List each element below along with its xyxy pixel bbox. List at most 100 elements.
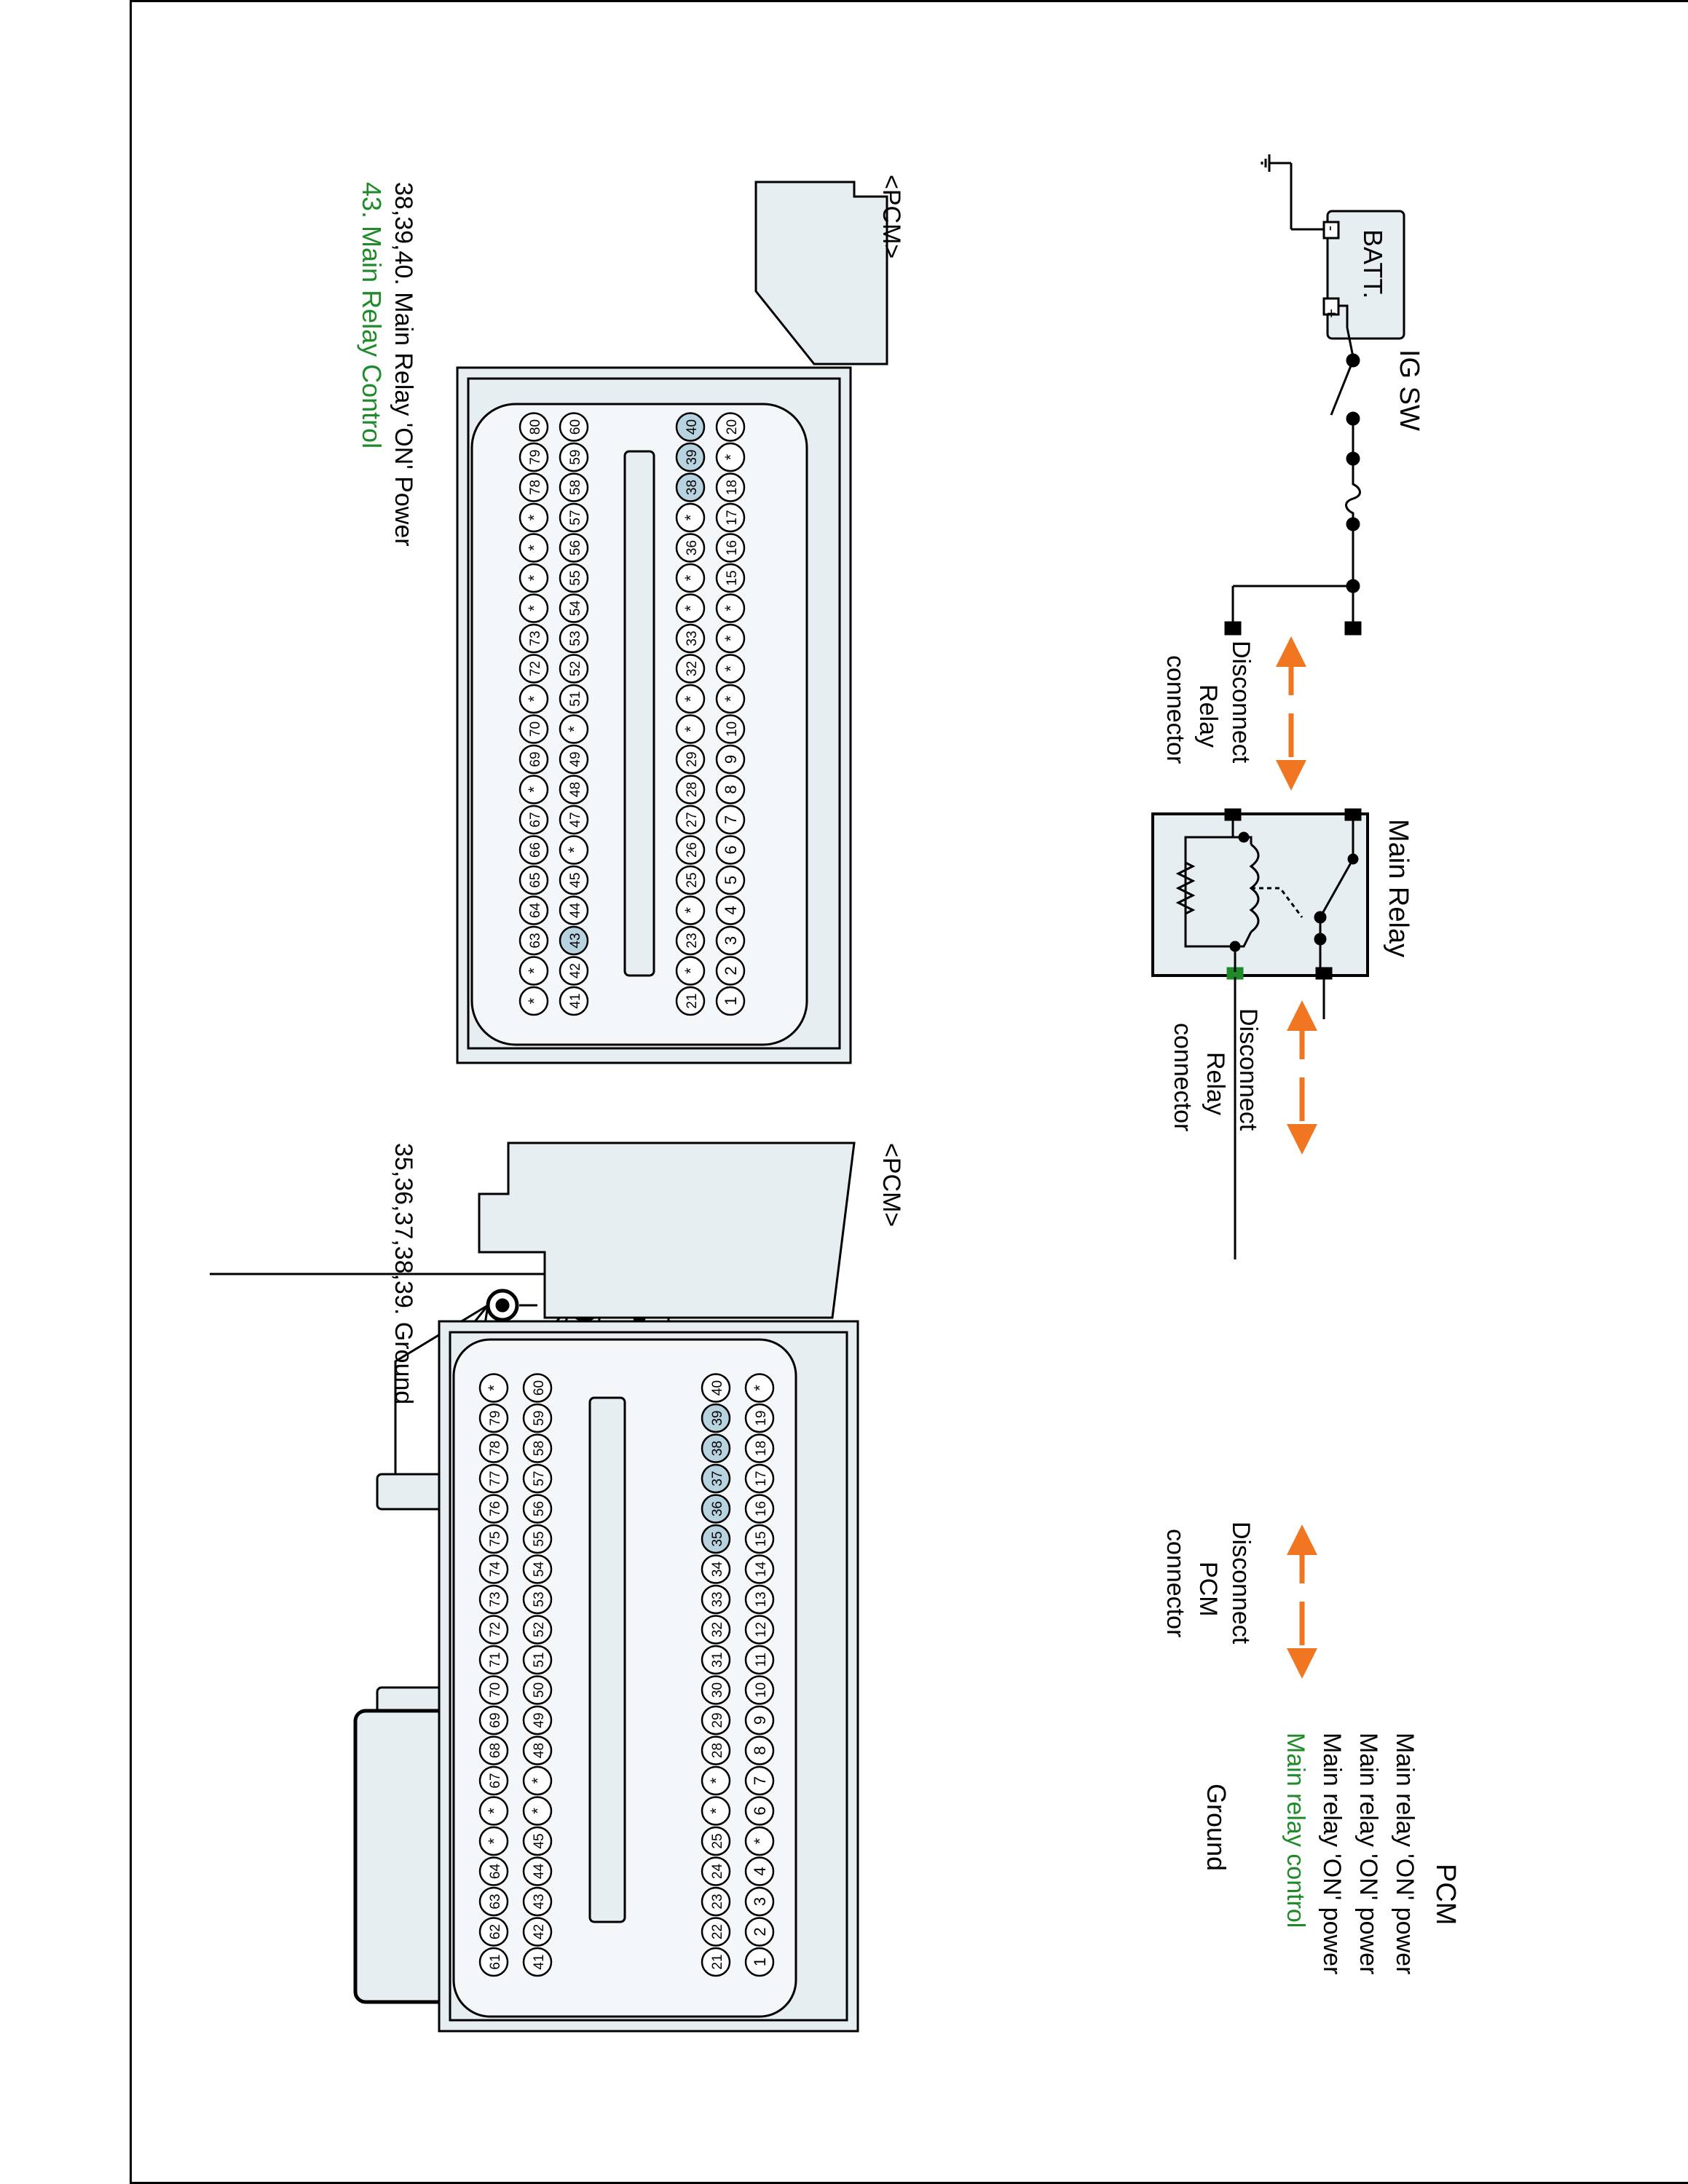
pin-label: 4 [722, 906, 740, 914]
pin-label: * [722, 635, 740, 641]
pin-connector_right-1-11 [701, 1615, 731, 1645]
pin-connector_left-0-3 [715, 895, 746, 925]
pin-label: 33 [710, 1591, 725, 1607]
pin-label: 18 [725, 480, 740, 495]
pin-connector_right-0-4 [744, 1826, 775, 1856]
pin-label: 79 [488, 1410, 503, 1425]
pin-connector_right-2-11 [522, 1615, 553, 1645]
pin-label: * [565, 847, 583, 853]
pin-label: 69 [488, 1712, 503, 1728]
pin-connector_left-2-6 [559, 804, 589, 835]
pin-label: 67 [528, 812, 543, 827]
pin-connector_right-0-16 [744, 1463, 775, 1494]
pin-label: 21 [710, 1954, 725, 1969]
pin-connector_left-3-14 [518, 563, 549, 593]
pin-connector_right-3-4 [478, 1826, 509, 1856]
pin-connector_right-1-15 [701, 1494, 731, 1524]
pin-connector_right-3-15 [478, 1494, 509, 1524]
pin-connector_left-2-13 [559, 593, 589, 623]
pin-connector_left-1-16 [675, 502, 706, 533]
pin-label: 73 [528, 630, 543, 646]
pin-connector_right-0-1 [744, 1917, 775, 1947]
pin-label: 56 [568, 540, 583, 555]
pin-label: * [682, 574, 700, 581]
pin-connector_left-0-0 [715, 986, 746, 1016]
pin-label: 23 [710, 1894, 725, 1909]
pin-label: 41 [532, 1954, 547, 1969]
pin-label: 78 [488, 1441, 503, 1456]
pin-connector_right-1-9 [701, 1675, 731, 1705]
pcm-connector-left [456, 181, 888, 1064]
pin-connector_left-0-18 [715, 442, 746, 472]
pin-label: 6 [722, 845, 740, 854]
pin-label: 6 [751, 1806, 769, 1815]
pin-connector_right-1-5 [701, 1796, 731, 1826]
pin-label: 3 [722, 936, 740, 945]
pin-label: 41 [568, 993, 583, 1008]
pin-label: 68 [488, 1743, 503, 1758]
pin-label: 55 [568, 570, 583, 585]
pin-label: * [682, 514, 700, 521]
pin-connector_left-3-0 [518, 986, 549, 1016]
pin-connector_left-0-13 [715, 593, 746, 623]
pin-label: 53 [568, 630, 583, 646]
pin-label: * [525, 695, 543, 702]
pin-connector_right-2-15 [522, 1494, 553, 1524]
pin-label: 52 [532, 1622, 547, 1637]
disconnect-arrows [1276, 636, 1317, 1679]
pin-connector_left-3-3 [518, 895, 549, 925]
pin-connector_left-0-15 [715, 533, 746, 563]
pin-connector_left-2-18 [559, 442, 589, 472]
pin-connector_right-0-2 [744, 1886, 775, 1917]
pin-connector_right-2-0 [522, 1947, 553, 1977]
pin-connector_right-2-18 [522, 1403, 553, 1433]
pin-connector_right-2-9 [522, 1675, 553, 1705]
pin-label: 22 [710, 1924, 725, 1939]
pin-label: 53 [532, 1591, 547, 1607]
pin-connector_right-3-12 [478, 1584, 509, 1615]
pin-label: * [485, 1808, 503, 1814]
connector-left-caption-2: 43. Main Relay Control [357, 182, 387, 448]
pin-label: 73 [488, 1591, 503, 1607]
pin-connector_right-3-9 [478, 1675, 509, 1705]
pin-label: * [525, 997, 543, 1004]
pin-label: 49 [532, 1712, 547, 1728]
pin-label: 28 [685, 782, 700, 797]
pin-connector_left-3-18 [518, 442, 549, 472]
pin-connector_right-3-6 [478, 1765, 509, 1796]
pin-label: * [707, 1777, 725, 1784]
pin-label: 54 [532, 1562, 547, 1578]
pin-connector_right-3-17 [478, 1433, 509, 1463]
pin-connector_left-1-14 [675, 563, 706, 593]
pin-label: * [722, 695, 740, 702]
disconnect-relay-1-line3: connector [1162, 655, 1189, 764]
pin-label: 59 [568, 449, 583, 464]
pin-connector_right-1-0 [701, 1947, 731, 1977]
pin-label: 55 [532, 1531, 547, 1546]
pin-connector_right-0-3 [744, 1856, 775, 1886]
pin-connector_right-2-5 [522, 1796, 553, 1826]
pin-label: 16 [725, 540, 740, 555]
pin-connector_right-3-19 [478, 1373, 509, 1403]
pin-connector_left-0-12 [715, 623, 746, 654]
pin-connector_left-1-3 [675, 895, 706, 925]
pin-connector_left-0-14 [715, 563, 746, 593]
pin-connector_right-0-0 [744, 1947, 775, 1977]
pin-label: * [682, 907, 700, 914]
pin-label: 65 [528, 872, 543, 887]
pin-label: 50 [532, 1682, 547, 1698]
pcm-ground-label: Ground [1202, 1784, 1231, 1871]
pin-connector_right-0-18 [744, 1403, 775, 1433]
pin-label: 18 [754, 1441, 769, 1456]
pin-label: 2 [751, 1927, 769, 1936]
disconnect-relay-2-line3: connector [1169, 1023, 1196, 1131]
pin-label: 38 [710, 1441, 725, 1456]
pin-label: 4 [751, 1867, 769, 1875]
pin-connector_right-0-14 [744, 1524, 775, 1554]
pin-connector_left-2-15 [559, 533, 589, 563]
pin-label: 44 [532, 1864, 547, 1880]
pin-connector_right-3-10 [478, 1645, 509, 1675]
pin-label: * [529, 1808, 547, 1814]
pin-connector_left-1-15 [675, 533, 706, 563]
